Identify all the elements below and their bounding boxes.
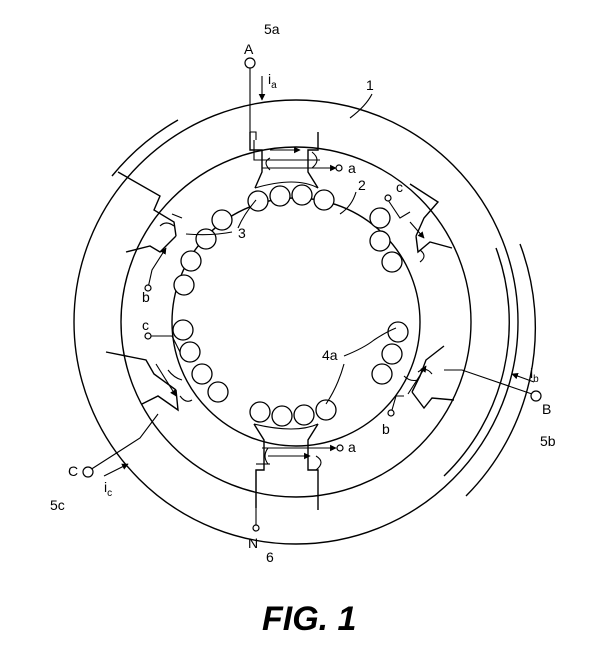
label-ref-4a: 4a [322,347,338,363]
label-ref-1: 1 [366,77,374,93]
terminal-c-node [82,466,94,478]
label-coil-c-left: c [142,317,149,333]
label-current-c: ic [104,479,112,499]
label-ref-2: 2 [358,177,366,193]
label-current-b: ib [530,365,539,385]
label-terminal-n: N [248,535,258,551]
coil-a-top-terminal [335,164,343,172]
pole-tooth-top [249,132,319,189]
leader-1 [349,93,373,119]
terminal-b-node [530,390,542,402]
yoke-arc-left [111,119,179,177]
terminal-n-node [252,524,260,532]
leader-4a [343,327,397,357]
rotor-magnets [172,184,409,427]
lead-wire-c [89,413,159,471]
label-5c: 5c [50,497,65,513]
coil-c-right [387,199,425,263]
terminal-a-node [244,57,256,69]
label-5a: 5a [264,21,280,37]
coil-b-right-terminal [387,409,395,417]
current-arrow-c [103,463,129,477]
lead-wire-b [444,369,533,395]
label-terminal-b: B [542,401,551,417]
pole-tooth-upper-left [117,171,177,253]
leader-3b [237,199,257,229]
leader-3 [185,231,233,236]
lead-wire-a [249,66,257,140]
coil-a-bottom [256,444,337,471]
coil-b-left [147,213,183,289]
coil-c-left [148,335,193,402]
figure-caption: FIG. 1 [262,600,356,638]
label-coil-c-right: c [396,179,403,195]
leader-2 [339,191,357,215]
label-5b: 5b [540,433,556,449]
coil-a-top [253,140,337,172]
label-current-a: ia [268,71,277,91]
coil-c-left-terminal [144,332,152,340]
yoke-arc-right [443,247,510,477]
label-terminal-c: C [68,463,78,479]
coil-b-right [391,365,433,411]
label-coil-a-top: a [348,160,356,176]
pole-tooth-lower-left [105,351,179,412]
coil-a-bottom-terminal [336,444,344,452]
coil-b-left-terminal [144,284,152,292]
label-ref-6: 6 [266,549,274,565]
label-coil-a-bottom: a [348,439,356,455]
label-coil-b-left: b [142,289,150,305]
yoke-arc-right-outer [465,243,537,497]
leader-4a-b [325,363,345,405]
pole-tooth-upper-right [409,183,453,254]
stator-outer-ring [73,99,519,545]
label-ref-3: 3 [238,225,246,241]
coil-c-right-terminal [384,194,392,202]
current-arrow-b [511,372,535,383]
label-terminal-a: A [244,41,254,57]
label-coil-b-right: b [382,421,390,437]
